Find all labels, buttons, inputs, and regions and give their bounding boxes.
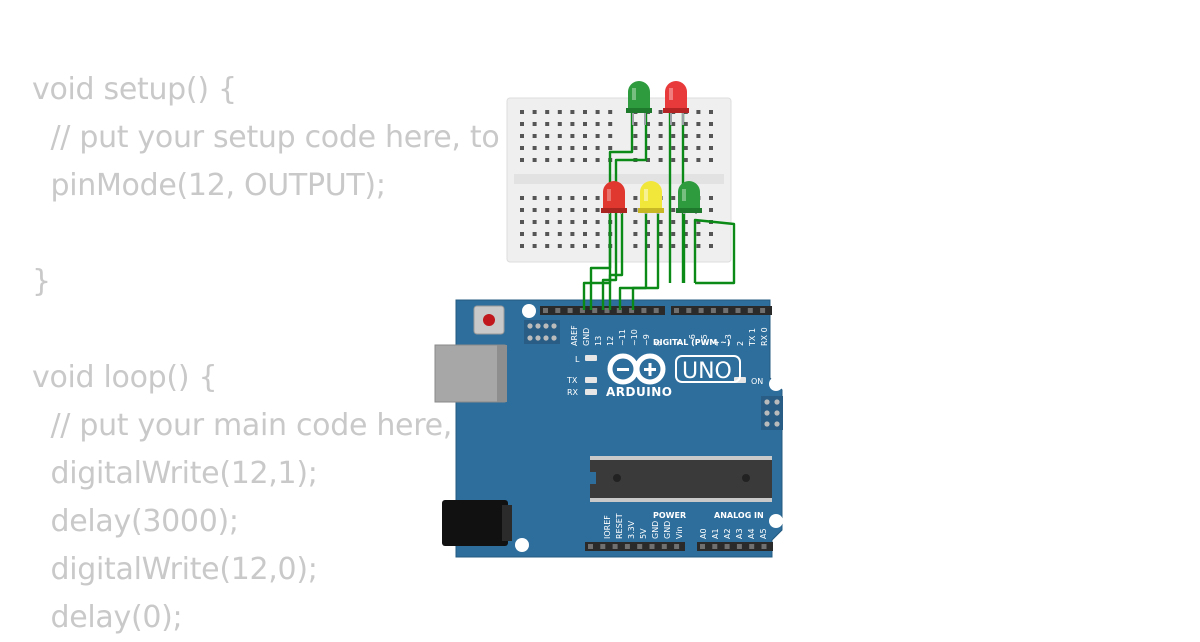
mounting-hole <box>515 538 529 552</box>
code-line: delay(3000); <box>32 504 239 539</box>
pin-label: ~11 <box>618 329 627 346</box>
code-line: } <box>32 264 51 299</box>
on-label: ON <box>751 377 763 386</box>
pin-label: A1 <box>711 528 720 539</box>
code-line: delay(0); <box>32 600 183 635</box>
mounting-hole <box>769 377 783 391</box>
pin-label: GND <box>663 521 672 539</box>
usb-port <box>434 344 506 403</box>
pin-label: AREF <box>570 325 579 346</box>
pin-label: 13 <box>594 336 603 346</box>
power-jack <box>442 500 508 546</box>
pin-label: A5 <box>759 528 768 539</box>
pin-label: 12 <box>606 336 615 346</box>
pin-label: GND <box>651 521 660 539</box>
wire <box>693 218 736 285</box>
mounting-hole <box>769 514 783 528</box>
pin-label: ~9 <box>642 334 651 346</box>
code-line: digitalWrite(12,1); <box>32 456 318 491</box>
pin-label: RX 0 <box>760 327 769 346</box>
pin-label: 5V <box>639 528 648 539</box>
pin-label: ~3 <box>724 334 733 346</box>
pin-label: A3 <box>735 528 744 539</box>
breadboard[interactable] <box>506 97 732 263</box>
led-red-top[interactable] <box>663 81 689 125</box>
icsp-header-right <box>761 396 783 430</box>
digital-label: DIGITAL (PWM ~) <box>653 338 731 347</box>
led-yellow[interactable] <box>638 181 664 214</box>
pin-label: IOREF <box>603 515 612 539</box>
led-red[interactable] <box>601 181 627 214</box>
analog-label: ANALOG IN <box>714 511 764 520</box>
pin-label: ~6 <box>688 334 697 346</box>
code-line: digitalWrite(12,0); <box>32 552 318 587</box>
pin-label: RESET <box>615 513 624 539</box>
pin-label: A4 <box>747 528 756 539</box>
digital-header-left[interactable] <box>540 306 665 315</box>
led-green-top[interactable] <box>626 81 652 125</box>
wire <box>631 200 660 310</box>
pin-label: 4 <box>712 341 721 346</box>
model-label: UNO <box>682 359 732 384</box>
wire <box>601 112 648 310</box>
power-label: POWER <box>653 511 686 520</box>
led-green[interactable] <box>676 181 702 214</box>
pin-label: 7 <box>676 341 685 346</box>
pin-label: 8 <box>654 341 663 346</box>
icsp-header-left <box>524 320 560 344</box>
pin-label: ~10 <box>630 329 639 346</box>
digital-header-right[interactable] <box>671 306 772 315</box>
rx-led <box>585 389 597 395</box>
breadboard-divider <box>514 174 724 184</box>
code-line: pinMode(12, OUTPUT); <box>32 168 386 203</box>
pin-label: GND <box>582 328 591 346</box>
mounting-hole <box>522 304 536 318</box>
pin-label: Vin <box>675 526 684 539</box>
uno-badge <box>675 355 741 383</box>
code-line: void setup() { <box>32 72 237 107</box>
tx-led <box>585 377 597 383</box>
pin-label: 2 <box>736 341 745 346</box>
code-line: void loop() { <box>32 360 218 395</box>
pin-label: A2 <box>723 528 732 539</box>
brand-label: ARDUINO <box>606 385 672 399</box>
l-led <box>585 355 597 361</box>
rx-led-label: RX <box>567 388 579 397</box>
arduino-logo-icon <box>607 353 666 385</box>
code-editor[interactable]: void setup() { // put your setup code he… <box>32 66 725 642</box>
analog-header[interactable] <box>697 542 773 551</box>
power-header[interactable] <box>585 542 685 551</box>
pin-label: TX 1 <box>748 328 757 347</box>
pin-label: A0 <box>699 528 708 539</box>
l-led-label: L <box>575 355 580 364</box>
tx-led-label: TX <box>566 376 578 385</box>
pin-label: 3.3V <box>627 520 636 539</box>
pin-label: ~5 <box>700 334 709 346</box>
